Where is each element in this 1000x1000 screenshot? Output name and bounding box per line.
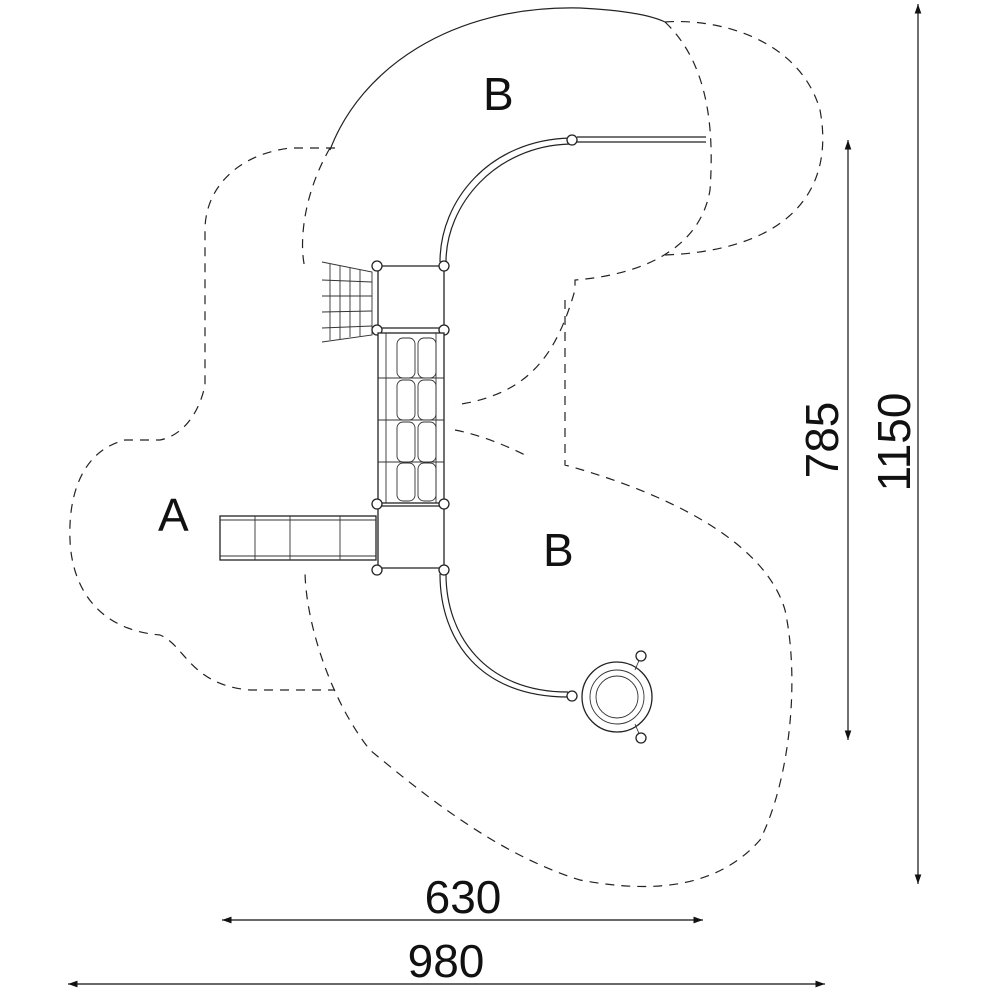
outer-height-label: 1150 bbox=[868, 393, 920, 492]
safety-zone-b-top-outline bbox=[454, 21, 712, 406]
top-tower-platform bbox=[371, 260, 450, 336]
round-carousel bbox=[581, 650, 653, 744]
inner-height-label: 785 bbox=[796, 402, 848, 479]
safety-zone-b-bottom-inner bbox=[454, 429, 526, 456]
safety-zone-a-outline bbox=[69, 147, 335, 691]
climbing-net bbox=[321, 261, 373, 343]
dimension-outer-width: 980 bbox=[68, 935, 825, 988]
safety-zone-b-top-arc bbox=[329, 7, 666, 151]
bottom-curved-rail bbox=[439, 573, 578, 702]
safety-zone-b-top-inner bbox=[301, 147, 331, 269]
slide bbox=[219, 515, 377, 561]
dimension-inner-height: 785 bbox=[796, 140, 852, 740]
dimension-inner-width: 630 bbox=[222, 871, 703, 924]
outer-width-label: 980 bbox=[408, 935, 485, 987]
top-curved-rail bbox=[439, 134, 706, 263]
safety-zone-b-bottom-outline bbox=[304, 300, 793, 888]
net-bridge bbox=[377, 332, 445, 504]
safety-zone-b-top-outer bbox=[664, 20, 824, 256]
zone-b-bottom-label: B bbox=[543, 524, 574, 576]
zone-a-label: A bbox=[158, 489, 189, 541]
inner-width-label: 630 bbox=[425, 871, 502, 923]
zone-b-top-label: B bbox=[483, 68, 514, 120]
dimension-outer-height: 1150 bbox=[868, 4, 922, 884]
bottom-tower-platform bbox=[371, 498, 450, 576]
